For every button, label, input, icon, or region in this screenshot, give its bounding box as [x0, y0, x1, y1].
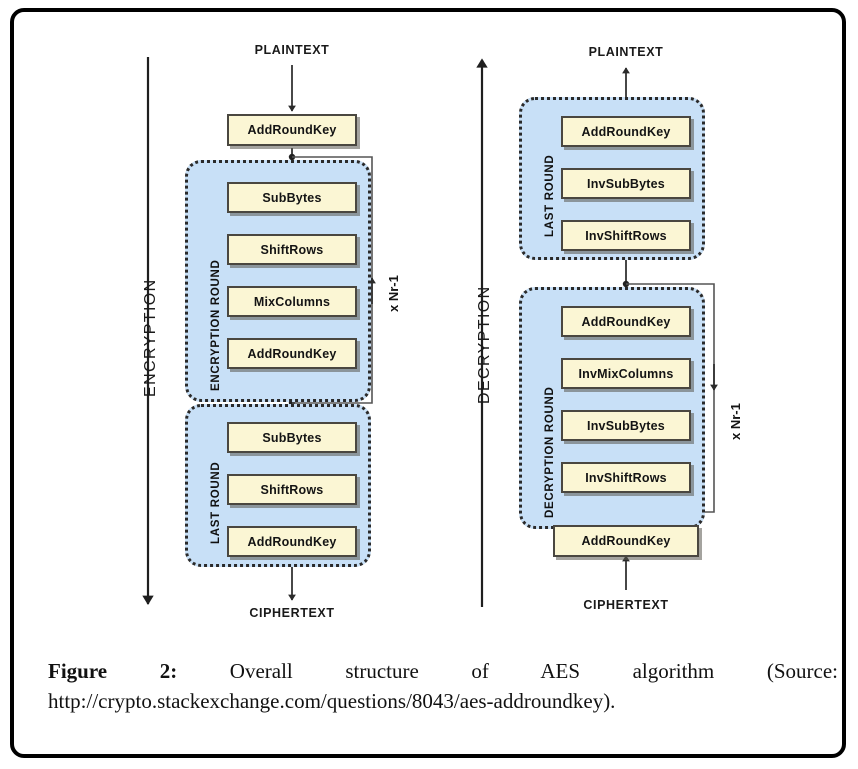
decryption-loop-count-label: x Nr-1 [728, 403, 743, 440]
encryption-input-label: PLAINTEXT [254, 43, 330, 57]
decryption-input-label: CIPHERTEXT [583, 598, 669, 612]
aes-structure-diagram: ENCRYPTION PLAINTEXT AddRoundKey ENCRYPT… [14, 12, 858, 652]
diagram-wires [142, 57, 718, 607]
encryption-last-round-step-addroundkey[interactable]: AddRoundKey [227, 526, 357, 557]
figure-frame: ENCRYPTION PLAINTEXT AddRoundKey ENCRYPT… [10, 8, 846, 758]
encryption-round-group-label: ENCRYPTION ROUND [210, 259, 222, 391]
encryption-last-round-group-label: LAST ROUND [210, 461, 222, 544]
encryption-output-label: CIPHERTEXT [249, 606, 335, 620]
decryption-round-step-invshiftrows[interactable]: InvShiftRows [561, 462, 691, 493]
encryption-round-step-addroundkey[interactable]: AddRoundKey [227, 338, 357, 369]
decryption-last-round-step-invsubbytes[interactable]: InvSubBytes [561, 168, 691, 199]
figure-caption: Figure 2: Overall structure of AES algor… [48, 657, 838, 717]
encryption-loop-count-label: x Nr-1 [386, 275, 401, 312]
decryption-last-round-step-addroundkey[interactable]: AddRoundKey [561, 116, 691, 147]
decryption-last-round-step-invshiftrows[interactable]: InvShiftRows [561, 220, 691, 251]
decryption-round-step-invsubbytes[interactable]: InvSubBytes [561, 410, 691, 441]
decryption-axis-label: DECRYPTION [476, 285, 493, 404]
encryption-round-step-subbytes[interactable]: SubBytes [227, 182, 357, 213]
decryption-initial-addroundkey[interactable]: AddRoundKey [553, 525, 699, 557]
decryption-round-group-label: DECRYPTION ROUND [544, 386, 556, 518]
decryption-last-round-group-label: LAST ROUND [544, 154, 556, 237]
figure-caption-lead: Figure 2: [48, 659, 178, 683]
decryption-round-step-invmixcolumns[interactable]: InvMixColumns [561, 358, 691, 389]
decryption-output-label: PLAINTEXT [588, 45, 664, 59]
encryption-last-round-step-subbytes[interactable]: SubBytes [227, 422, 357, 453]
encryption-last-round-step-shiftrows[interactable]: ShiftRows [227, 474, 357, 505]
encryption-axis-label: ENCRYPTION [142, 278, 159, 397]
encryption-round-step-mixcolumns[interactable]: MixColumns [227, 286, 357, 317]
encryption-initial-addroundkey[interactable]: AddRoundKey [227, 114, 357, 146]
encryption-round-step-shiftrows[interactable]: ShiftRows [227, 234, 357, 265]
decryption-round-step-addroundkey[interactable]: AddRoundKey [561, 306, 691, 337]
figure-caption-text: Overall structure of AES algorithm (Sour… [48, 659, 838, 713]
